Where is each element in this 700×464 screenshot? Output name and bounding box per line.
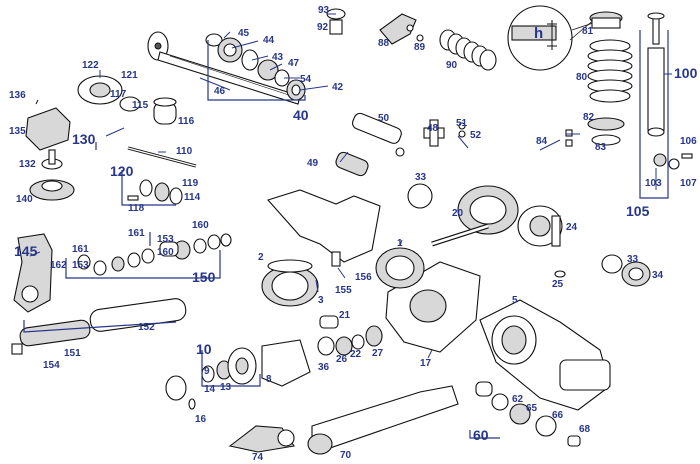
callout-label: 162 bbox=[50, 260, 67, 271]
callout-label: 62 bbox=[512, 394, 524, 405]
callout-label: 132 bbox=[19, 159, 36, 170]
callout-label: 81 bbox=[582, 26, 594, 37]
callout-label: 156 bbox=[355, 272, 372, 283]
callout-label: 115 bbox=[132, 100, 149, 111]
callout-label: 89 bbox=[414, 42, 426, 53]
callout-label: 24 bbox=[566, 222, 578, 233]
callout-label: 48 bbox=[427, 123, 439, 134]
callout-label: 5 bbox=[512, 295, 518, 306]
callout-label: 107 bbox=[680, 178, 697, 189]
callout-label: 122 bbox=[82, 60, 99, 71]
callout-label: 100 bbox=[674, 65, 698, 81]
callout-label: 14 bbox=[204, 384, 216, 395]
callout-label: 118 bbox=[128, 203, 145, 214]
callout-label: 25 bbox=[552, 279, 564, 290]
callout-label: 47 bbox=[288, 58, 300, 69]
callout-label: 26 bbox=[336, 354, 348, 365]
callout-label: 74 bbox=[252, 452, 264, 463]
callout-label: 121 bbox=[121, 70, 138, 81]
callout-label: 50 bbox=[378, 113, 390, 124]
callout-label: 145 bbox=[14, 243, 38, 259]
callout-label: 33 bbox=[415, 172, 427, 183]
callout-label: 22 bbox=[350, 349, 362, 360]
callout-label: 130 bbox=[72, 131, 96, 147]
inset-dimension-letter: h bbox=[534, 25, 543, 42]
callout-label: 140 bbox=[16, 194, 33, 205]
callout-label: 40 bbox=[293, 107, 309, 123]
callout-label: 17 bbox=[420, 358, 432, 369]
callout-label: 160 bbox=[192, 220, 209, 231]
callout-label: 54 bbox=[300, 74, 312, 85]
callout-label: 153 bbox=[72, 260, 89, 271]
callout-label: 34 bbox=[652, 270, 664, 281]
callout-label: 152 bbox=[138, 322, 155, 333]
callout-label: 13 bbox=[220, 382, 232, 393]
callout-label: 92 bbox=[317, 22, 329, 33]
callout-label: 65 bbox=[526, 403, 538, 414]
callout-label: 1 bbox=[397, 238, 403, 249]
callout-label: 120 bbox=[110, 163, 134, 179]
parts-layer bbox=[11, 5, 693, 455]
callout-label: 27 bbox=[372, 348, 384, 359]
callout-label: 9 bbox=[204, 366, 210, 377]
callout-label: 90 bbox=[446, 60, 458, 71]
callout-label: 161 bbox=[72, 244, 89, 255]
leaders-layer bbox=[23, 13, 672, 439]
callout-label: 154 bbox=[43, 360, 60, 371]
callout-label: 36 bbox=[318, 362, 330, 373]
callout-label: 116 bbox=[178, 116, 195, 127]
callout-label: 43 bbox=[272, 52, 284, 63]
callout-label: 84 bbox=[536, 136, 548, 147]
callout-label: 153 bbox=[157, 234, 174, 245]
callout-label: 150 bbox=[192, 269, 216, 285]
callout-label: 88 bbox=[378, 38, 390, 49]
callout-label: 93 bbox=[318, 5, 330, 16]
callout-label: 160 bbox=[157, 247, 174, 258]
callout-label: 44 bbox=[263, 35, 275, 46]
callout-label: 3 bbox=[318, 295, 324, 306]
callout-label: 151 bbox=[64, 348, 81, 359]
callout-label: 42 bbox=[332, 82, 344, 93]
callout-label: 60 bbox=[473, 427, 489, 443]
callout-label: 70 bbox=[340, 450, 352, 461]
callout-label: 105 bbox=[626, 203, 650, 219]
callout-label: 119 bbox=[182, 178, 199, 189]
callout-label: 45 bbox=[238, 28, 250, 39]
callout-label: 33 bbox=[627, 254, 639, 265]
callout-label: 68 bbox=[579, 424, 591, 435]
callout-label: 20 bbox=[452, 208, 464, 219]
callout-label: 161 bbox=[128, 228, 145, 239]
callout-label: 8 bbox=[266, 374, 272, 385]
callout-label: 21 bbox=[339, 310, 351, 321]
callout-label: 110 bbox=[176, 146, 193, 157]
callout-label: 106 bbox=[680, 136, 697, 147]
callout-label: 49 bbox=[307, 158, 319, 169]
callout-label: 51 bbox=[456, 118, 468, 129]
callout-label: 2 bbox=[258, 252, 264, 263]
callout-label: 117 bbox=[110, 89, 127, 100]
callout-label: 136 bbox=[9, 90, 26, 101]
callout-label: 16 bbox=[195, 414, 207, 425]
callout-label: 82 bbox=[583, 112, 595, 123]
callout-label: 114 bbox=[184, 192, 201, 203]
callout-label: 135 bbox=[9, 126, 26, 137]
callout-label: 155 bbox=[335, 285, 352, 296]
callout-label: 103 bbox=[645, 178, 662, 189]
callout-label: 83 bbox=[595, 142, 607, 153]
callout-label: 10 bbox=[196, 341, 212, 357]
callout-label: 46 bbox=[214, 86, 226, 97]
callout-label: 52 bbox=[470, 130, 482, 141]
callout-label: 66 bbox=[552, 410, 564, 421]
callout-label: 80 bbox=[576, 72, 588, 83]
